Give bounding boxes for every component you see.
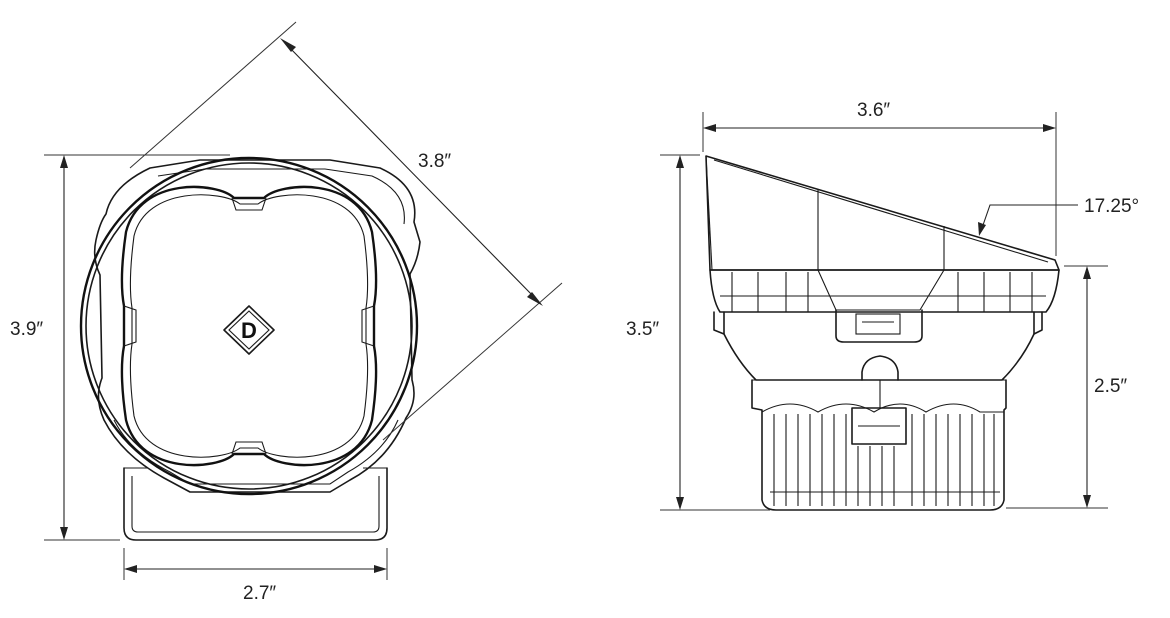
angle-callout [978, 204, 1078, 236]
quad-lens [120, 185, 378, 467]
mount-bracket [123, 467, 388, 541]
front-width-dimension [123, 548, 388, 580]
side-height-label: 3.5″ [626, 319, 659, 340]
logo-badge: D [223, 305, 275, 355]
logo-letter: D [241, 318, 257, 343]
side-body-height-label: 2.5″ [1094, 376, 1127, 397]
lens-bezel [79, 156, 419, 496]
front-width-label: 2.7″ [243, 583, 276, 604]
heatsink [751, 379, 1007, 511]
front-height-dimension [44, 154, 230, 541]
housing [93, 159, 421, 493]
angle-label: 17.25° [1084, 196, 1139, 217]
hood [705, 155, 1060, 271]
front-view: D 3.9″ 2.7″ 3.8″ [10, 21, 563, 604]
shell [723, 333, 1035, 381]
front-diagonal-label: 3.8″ [418, 151, 451, 172]
side-height-dimension [660, 154, 770, 511]
front-height-label: 3.9″ [10, 319, 43, 340]
side-length-dimension [702, 112, 1057, 256]
front-diagonal-dimension [129, 21, 563, 441]
side-length-label: 3.6″ [857, 100, 890, 121]
side-view: 3.6″ 3.5″ 2.5″ 17.25° [626, 100, 1139, 511]
side-body-height-dimension [1006, 265, 1108, 509]
collar [709, 269, 1060, 343]
